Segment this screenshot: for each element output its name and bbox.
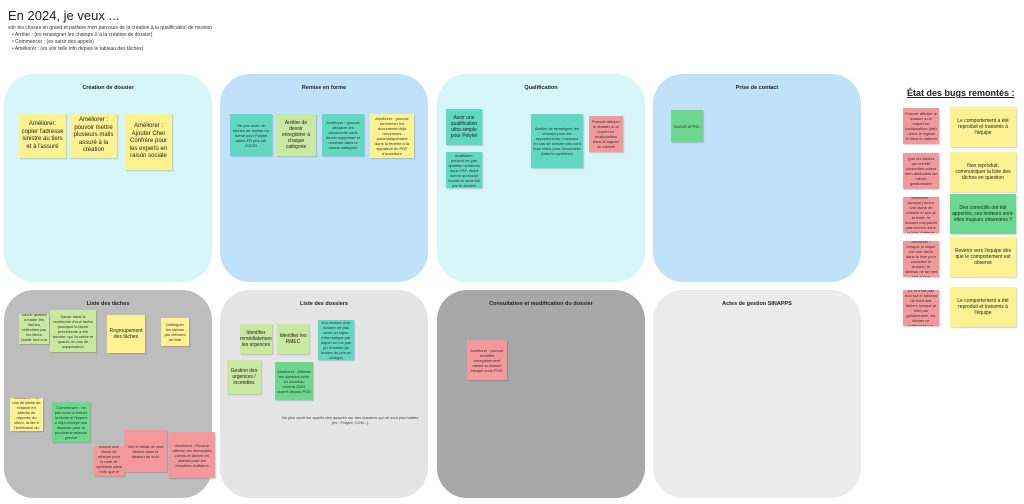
sticky-note[interactable]: Distinguer les tâches par élément de lis… (161, 318, 189, 346)
sticky-note[interactable]: SAISIR APPEL (671, 110, 703, 142)
zone-remise-en-forme: Remise en forme Ne pas avoir de tâches d… (220, 74, 428, 282)
sticky-note[interactable]: Identifier les RMEC (277, 324, 309, 354)
zone-title: Liste des dossiers (300, 301, 348, 307)
sticky-note[interactable]: Améliorer : Pouvoir afficher les demande… (169, 432, 215, 478)
bug-report-note[interactable]: Que les tâches qui ont été converties so… (903, 153, 939, 189)
sticky-note[interactable]: Améliorer : Ajouter Cher Confrère pour l… (125, 114, 172, 170)
sticky-note[interactable]: Améliorer : Afficher les dossiers suite … (275, 362, 313, 400)
bug-status-note[interactable]: Revenir vers l'équipe dès que le comport… (950, 237, 1016, 277)
bug-report-note[interactable]: Le tri n'est pas bon sur le tableau de b… (903, 290, 939, 326)
sticky-note[interactable]: Arrêter de renseigner les champs pour le… (531, 114, 583, 168)
zone-qualification: Qualification Avoir une qualification ul… (437, 74, 645, 282)
zone-title: Qualification (524, 85, 558, 91)
sticky-note[interactable]: Pouvoir afficher le dossier à un expert … (589, 116, 623, 152)
zone-title: Consultation et modification du dossier (489, 301, 593, 307)
zone-liste-des-dossiers: Liste des dossiers Identifier immédiatem… (220, 290, 428, 498)
sticky-note[interactable]: Avoir une qualification ultra simple pou… (446, 109, 482, 145)
bug-status-note[interactable]: Le comportement a été reproduit et trans… (950, 107, 1016, 147)
zone-actes-de-gestion: Actes de gestion SINAPPS (653, 290, 861, 498)
bug-status-note[interactable]: Des correctifs ont été apportés, ces len… (950, 194, 1016, 234)
sticky-note[interactable]: Ne pas avoir de tâches de remise en form… (230, 114, 272, 156)
sticky-note[interactable]: Voir le détail de mes tâches dans le tab… (124, 430, 167, 472)
zone-title: Actes de gestion SINAPPS (722, 301, 792, 307)
bug-status-note[interactable]: Non reproduit, communiquer la liste des … (950, 152, 1016, 192)
bug-report-note[interactable]: Améliorer : lorsque je clique sur une tâ… (903, 241, 939, 277)
sticky-note[interactable]: Commencer : ne pas avoir à fermer la tâc… (52, 402, 90, 442)
zone-prise-de-contact: Prise de contact SAISIR APPEL (653, 74, 861, 282)
sticky-note[interactable]: Savoir dans la recherche d'une tâche pou… (50, 310, 96, 352)
zone-creation-dossier: Création de dossier Améliorer: copier l'… (4, 74, 212, 282)
page-subtitle: voir les choses en grand et parfaire mon… (8, 25, 212, 31)
objective-improve: Améliorer : (ex voir telle info depuis l… (12, 46, 152, 53)
sticky-note[interactable]: Améliorer: copier l'adresse sinistre au … (19, 114, 66, 158)
sticky-note[interactable]: Arrêter de devoir enregistrer à chaque c… (276, 114, 316, 156)
bug-status-note[interactable]: Le comportement a été reproduit et trans… (950, 287, 1016, 327)
sticky-note[interactable]: Améliorer : pouvoir modifier enregistrem… (467, 340, 507, 380)
sticky-note[interactable]: Gestion des urgences / incendies (227, 360, 261, 394)
bug-report-note[interactable]: Pouvoir afficher le dossier à un expert … (903, 108, 939, 144)
bugs-title: État des bugs remontés : (907, 88, 1015, 98)
bug-report-note[interactable]: Améliorer : lorsque j'ouvre une tâche de… (903, 197, 939, 233)
sticky-note[interactable]: Améliorer: pouvoir ne pas qualifier cert… (446, 152, 482, 188)
zone-title: Prise de contact (735, 85, 779, 91)
zone-consultation-modification: Consultation et modification du dossier … (437, 290, 645, 498)
sticky-note[interactable]: Améliorer : pouvoir renommer les documen… (370, 114, 414, 158)
dossiers-caption: Ne plus avoir les appels des assurés sur… (281, 415, 419, 425)
zone-title: Création de dossier (82, 85, 134, 91)
sticky-note[interactable]: Savoir quelles à traiter les tâches réfl… (19, 314, 49, 344)
sticky-note[interactable]: A la lecture d'un dossier ne pas avoir u… (318, 320, 354, 360)
page-title: En 2024, je veux ... (8, 8, 120, 23)
objectives-list: Arrêter : (ex renseigner les champs X à … (12, 32, 153, 53)
zone-title: Liste des tâches (86, 301, 130, 307)
zone-title: Remise en forme (301, 85, 347, 91)
zone-liste-des-taches: Liste des tâches Savoir quelles à traite… (4, 290, 215, 498)
sticky-note[interactable]: Améliorer : en cas de tâche de relance e… (10, 398, 43, 431)
sticky-note[interactable]: Arrêter : d'avoir une tâche de relance p… (94, 446, 124, 476)
objective-start: Commencer : (ex saisir des appels) (12, 39, 152, 46)
sticky-note[interactable]: Identifier immédiatement les urgences (240, 324, 272, 354)
sticky-note[interactable]: Regroupement des tâches (107, 315, 145, 353)
objective-stop: Arrêter : (ex renseigner les champs X à … (12, 32, 153, 39)
sticky-note[interactable]: Améliorer : pouvoir mettre plusieurs mai… (70, 114, 117, 158)
sticky-note[interactable]: Améliorer : pouvoir déplacer les documen… (322, 114, 364, 156)
